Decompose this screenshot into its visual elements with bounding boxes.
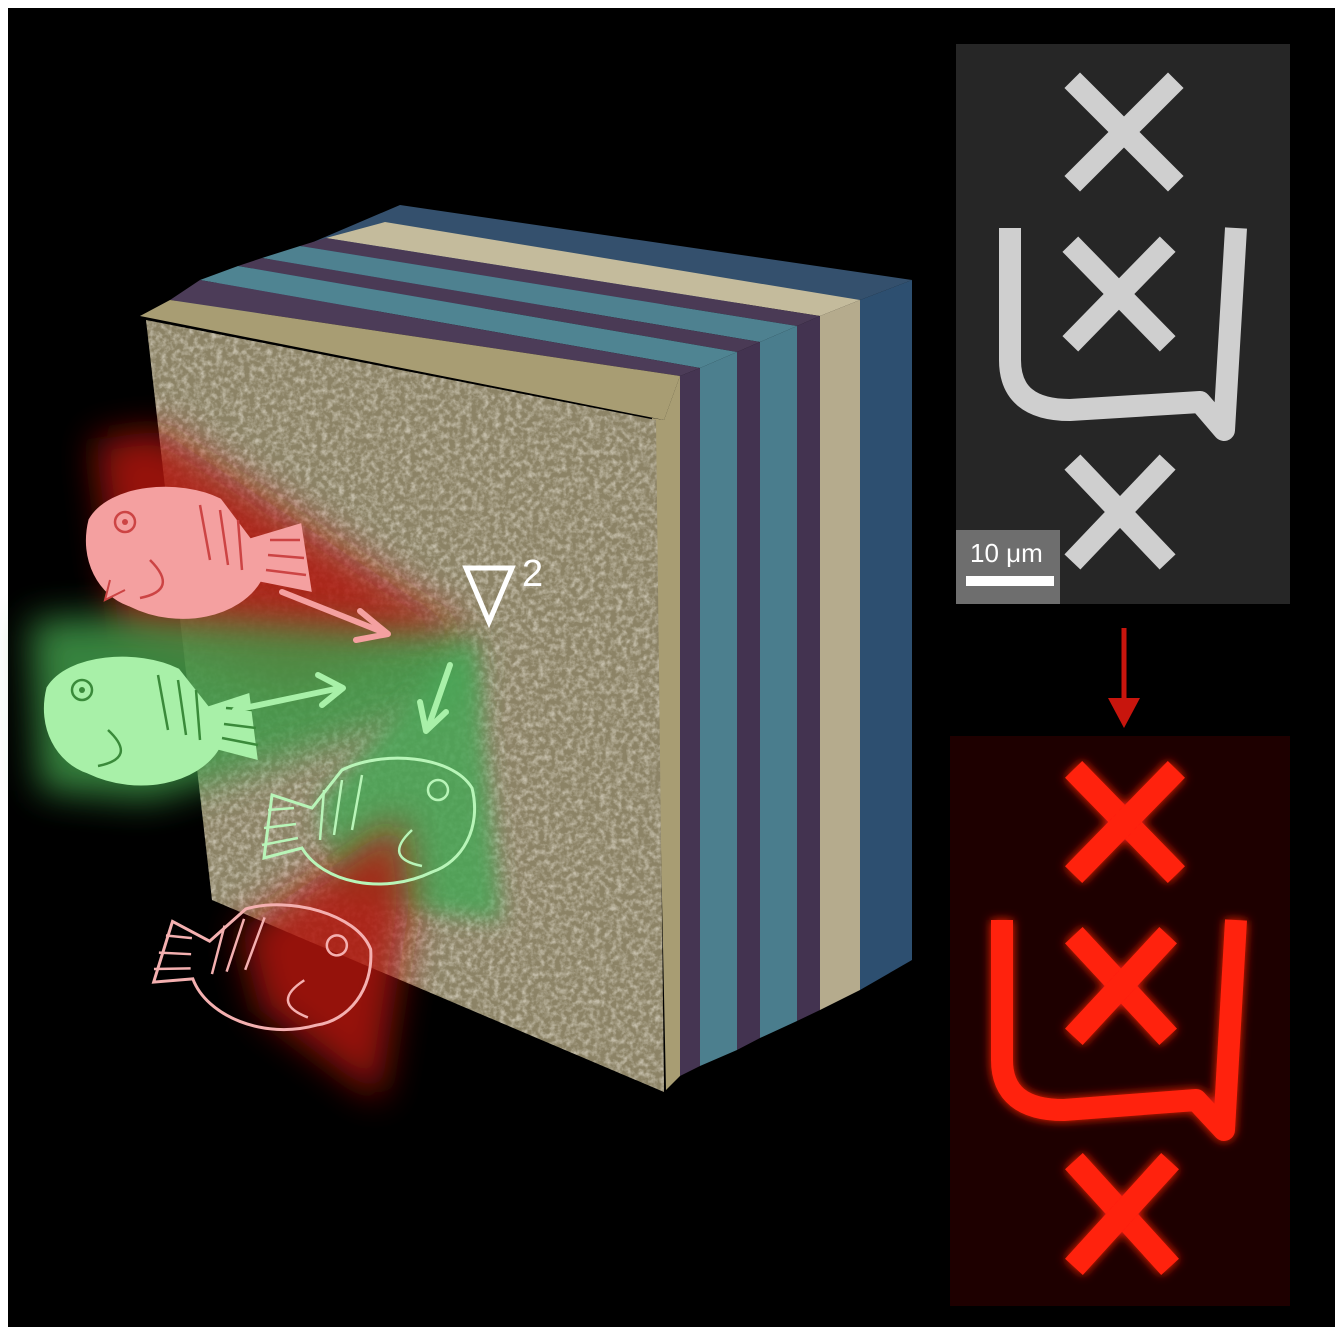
operator-exponent: 2: [522, 553, 543, 595]
layer-blue-side: [860, 280, 912, 990]
scalebar-line: [966, 576, 1054, 586]
arrow-icon: [1108, 628, 1140, 728]
layer-cyan-1-side: [760, 326, 797, 1038]
layer-cyan-2-side: [700, 352, 737, 1066]
layer-purple-1-side: [797, 316, 820, 1021]
layer-purple-3-side: [680, 368, 700, 1076]
operator-symbol: ∇: [0, 0, 1, 1]
layer-beige-side: [820, 300, 860, 1010]
fluorescence-image-panel: [950, 736, 1290, 1306]
layer-purple-2-side: [737, 342, 760, 1050]
sem-image-panel: 10 μm: [956, 44, 1290, 604]
scalebar-label: 10 μm: [970, 538, 1043, 568]
